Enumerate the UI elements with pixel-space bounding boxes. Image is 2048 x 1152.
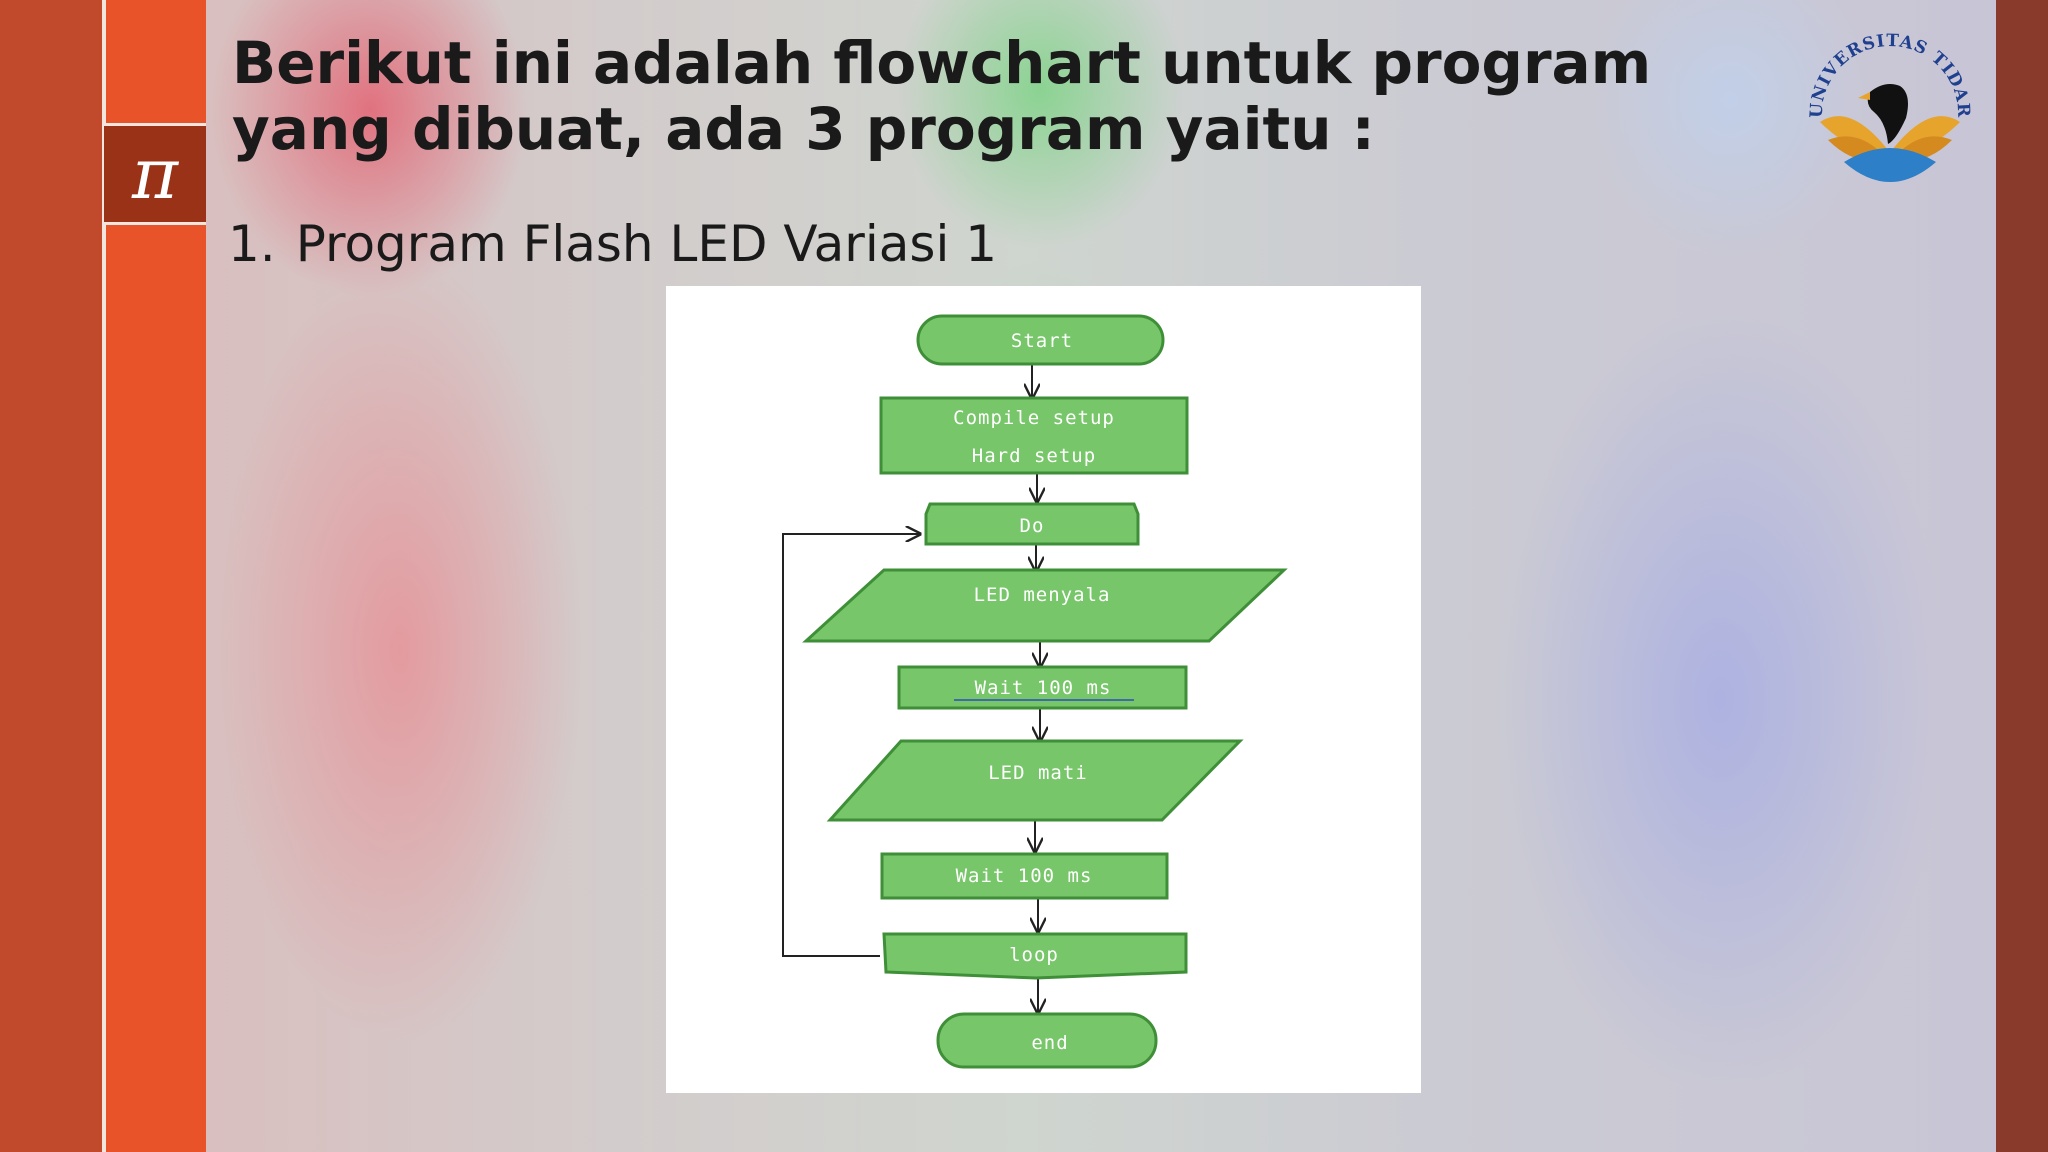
list-text: Program Flash LED Variasi 1 bbox=[295, 215, 998, 273]
flowchart-panel: Start Compile setup Hard setup Do LED me… bbox=[666, 286, 1421, 1093]
flow-step-do: Do bbox=[924, 502, 1140, 546]
list-number: 1. bbox=[228, 215, 276, 273]
flow-step-compile-setup: Compile setup Hard setup bbox=[879, 396, 1189, 475]
flow-step-wait-1: Wait 100 ms bbox=[897, 665, 1188, 710]
right-accent-stripe bbox=[1996, 0, 2048, 1152]
flow-step-loop: loop bbox=[882, 932, 1188, 980]
svg-text:LED mati: LED mati bbox=[988, 762, 1088, 784]
svg-text:LED menyala: LED menyala bbox=[974, 584, 1111, 606]
left-band-divider bbox=[102, 0, 106, 1152]
pi-glyph: π bbox=[131, 133, 178, 215]
university-logo: UNIVERSITAS TIDAR bbox=[1800, 22, 1980, 202]
university-bird-emblem-icon: UNIVERSITAS TIDAR bbox=[1807, 31, 1972, 182]
flow-step-led-on: LED menyala bbox=[802, 568, 1288, 643]
svg-text:Hard setup: Hard setup bbox=[972, 445, 1096, 467]
flow-step-wait-2: Wait 100 ms bbox=[880, 852, 1169, 900]
svg-text:Wait 100 ms: Wait 100 ms bbox=[975, 677, 1112, 699]
flowchart-diagram: Start Compile setup Hard setup Do LED me… bbox=[782, 314, 1288, 1069]
list-item: 1. Program Flash LED Variasi 1 bbox=[228, 214, 997, 274]
flow-step-end: end bbox=[936, 1012, 1158, 1069]
slide-title: Berikut ini adalah flowchart untuk progr… bbox=[232, 29, 1652, 163]
svg-text:loop: loop bbox=[1009, 944, 1059, 966]
svg-text:Do: Do bbox=[1020, 515, 1045, 537]
pi-icon: π bbox=[104, 123, 206, 225]
left-accent-band bbox=[0, 0, 102, 1152]
svg-text:Compile setup: Compile setup bbox=[953, 407, 1115, 429]
flow-step-start: Start bbox=[916, 314, 1165, 366]
svg-text:end: end bbox=[1031, 1032, 1068, 1054]
svg-text:Start: Start bbox=[1011, 330, 1073, 352]
loop-back-arrow bbox=[782, 534, 920, 957]
svg-text:Wait 100 ms: Wait 100 ms bbox=[956, 865, 1093, 887]
flow-step-led-off: LED mati bbox=[826, 739, 1244, 822]
